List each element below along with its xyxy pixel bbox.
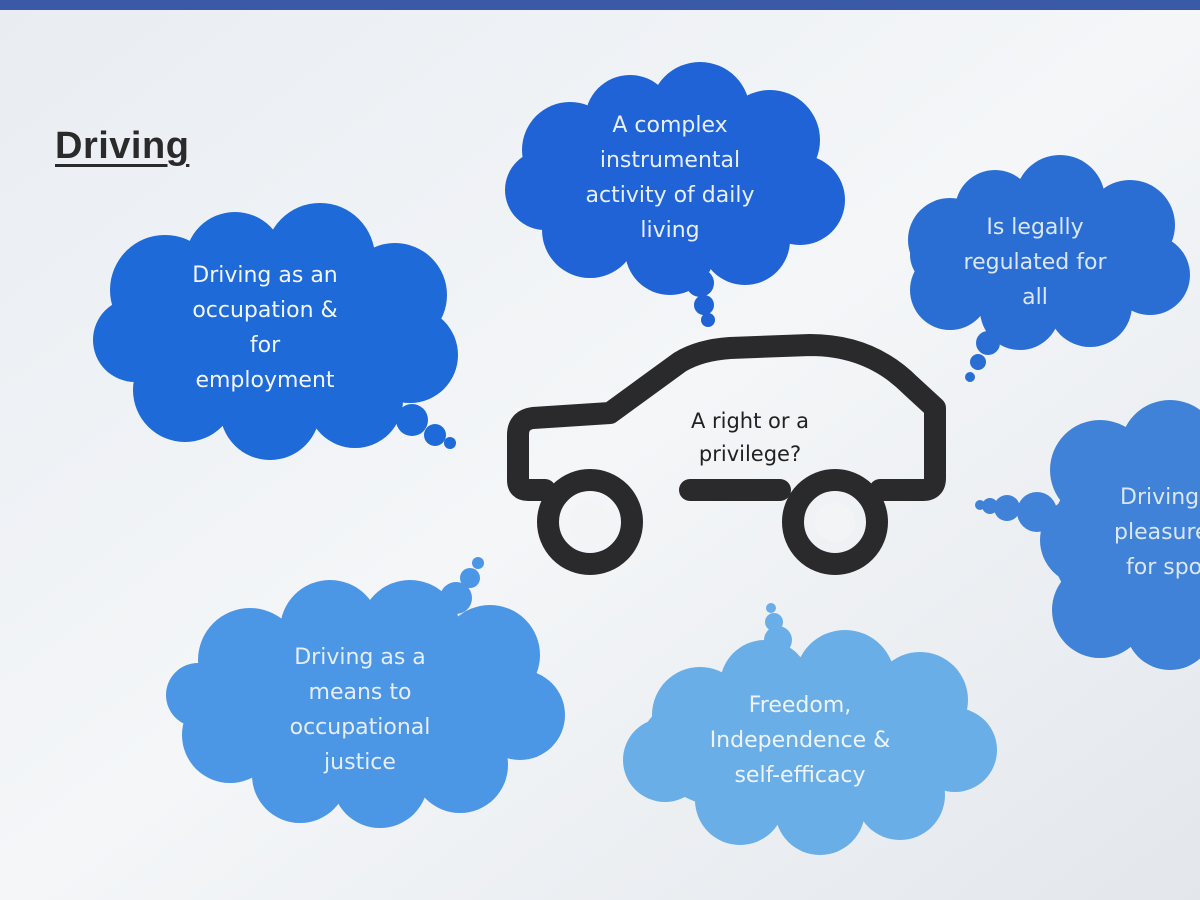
bubble-pleasure-line: for spo <box>1126 555 1200 580</box>
bubble-freedom-line: Freedom, <box>748 693 852 718</box>
bubble-pleasure-line: Driving <box>1120 485 1200 510</box>
slide-title: Driving <box>55 125 190 167</box>
bubble-freedom-text: Freedom, Independence & self-efficacy <box>680 688 920 793</box>
bubble-legal-line: all <box>1022 285 1048 310</box>
bubble-justice-line: justice <box>324 750 396 775</box>
bubble-occupation-cloud <box>93 203 458 460</box>
bubble-justice-text: Driving as a means to occupational justi… <box>255 640 465 780</box>
bubble-occupation-line: employment <box>195 368 335 393</box>
bubble-complex-line: A complex <box>612 113 728 138</box>
bubble-occupation-line: for <box>249 333 281 358</box>
bubble-freedom-cloud <box>623 603 997 855</box>
bubble-complex-line: living <box>640 218 700 243</box>
bubble-occupation-line: occupation & <box>192 298 338 323</box>
bubble-legal-cloud <box>908 155 1190 382</box>
car-center-line: privilege? <box>698 442 802 466</box>
bubble-justice-cloud <box>166 557 565 828</box>
car-center-label: A right or a privilege? <box>650 405 850 471</box>
bubble-occupation-line: Driving as an <box>192 263 338 288</box>
bubble-pleasure-text: Driving pleasure for spo <box>1108 480 1200 585</box>
bubble-justice-line: Driving as a <box>294 645 426 670</box>
bubble-pleasure-line: pleasure <box>1114 520 1200 545</box>
car-center-line: A right or a <box>690 409 810 433</box>
bubble-complex-line: instrumental <box>599 148 741 173</box>
bubble-complex-text: A complex instrumental activity of daily… <box>560 108 780 248</box>
car-icon <box>507 334 946 575</box>
bubble-freedom-line: Independence & <box>709 728 891 753</box>
bubble-complex-line: activity of daily <box>585 183 755 208</box>
bubble-occupation-text: Driving as an occupation & for employmen… <box>165 258 365 398</box>
bubble-justice-line: occupational <box>289 715 431 740</box>
bubble-complex-cloud <box>505 62 845 327</box>
bubble-freedom-line: self-efficacy <box>734 763 866 788</box>
bubble-pleasure-cloud <box>975 400 1200 670</box>
bubble-legal-line: regulated for <box>963 250 1107 275</box>
bubble-justice-line: means to <box>308 680 412 705</box>
bubble-legal-text: Is legally regulated for all <box>945 210 1125 315</box>
bubble-legal-line: Is legally <box>986 215 1084 240</box>
